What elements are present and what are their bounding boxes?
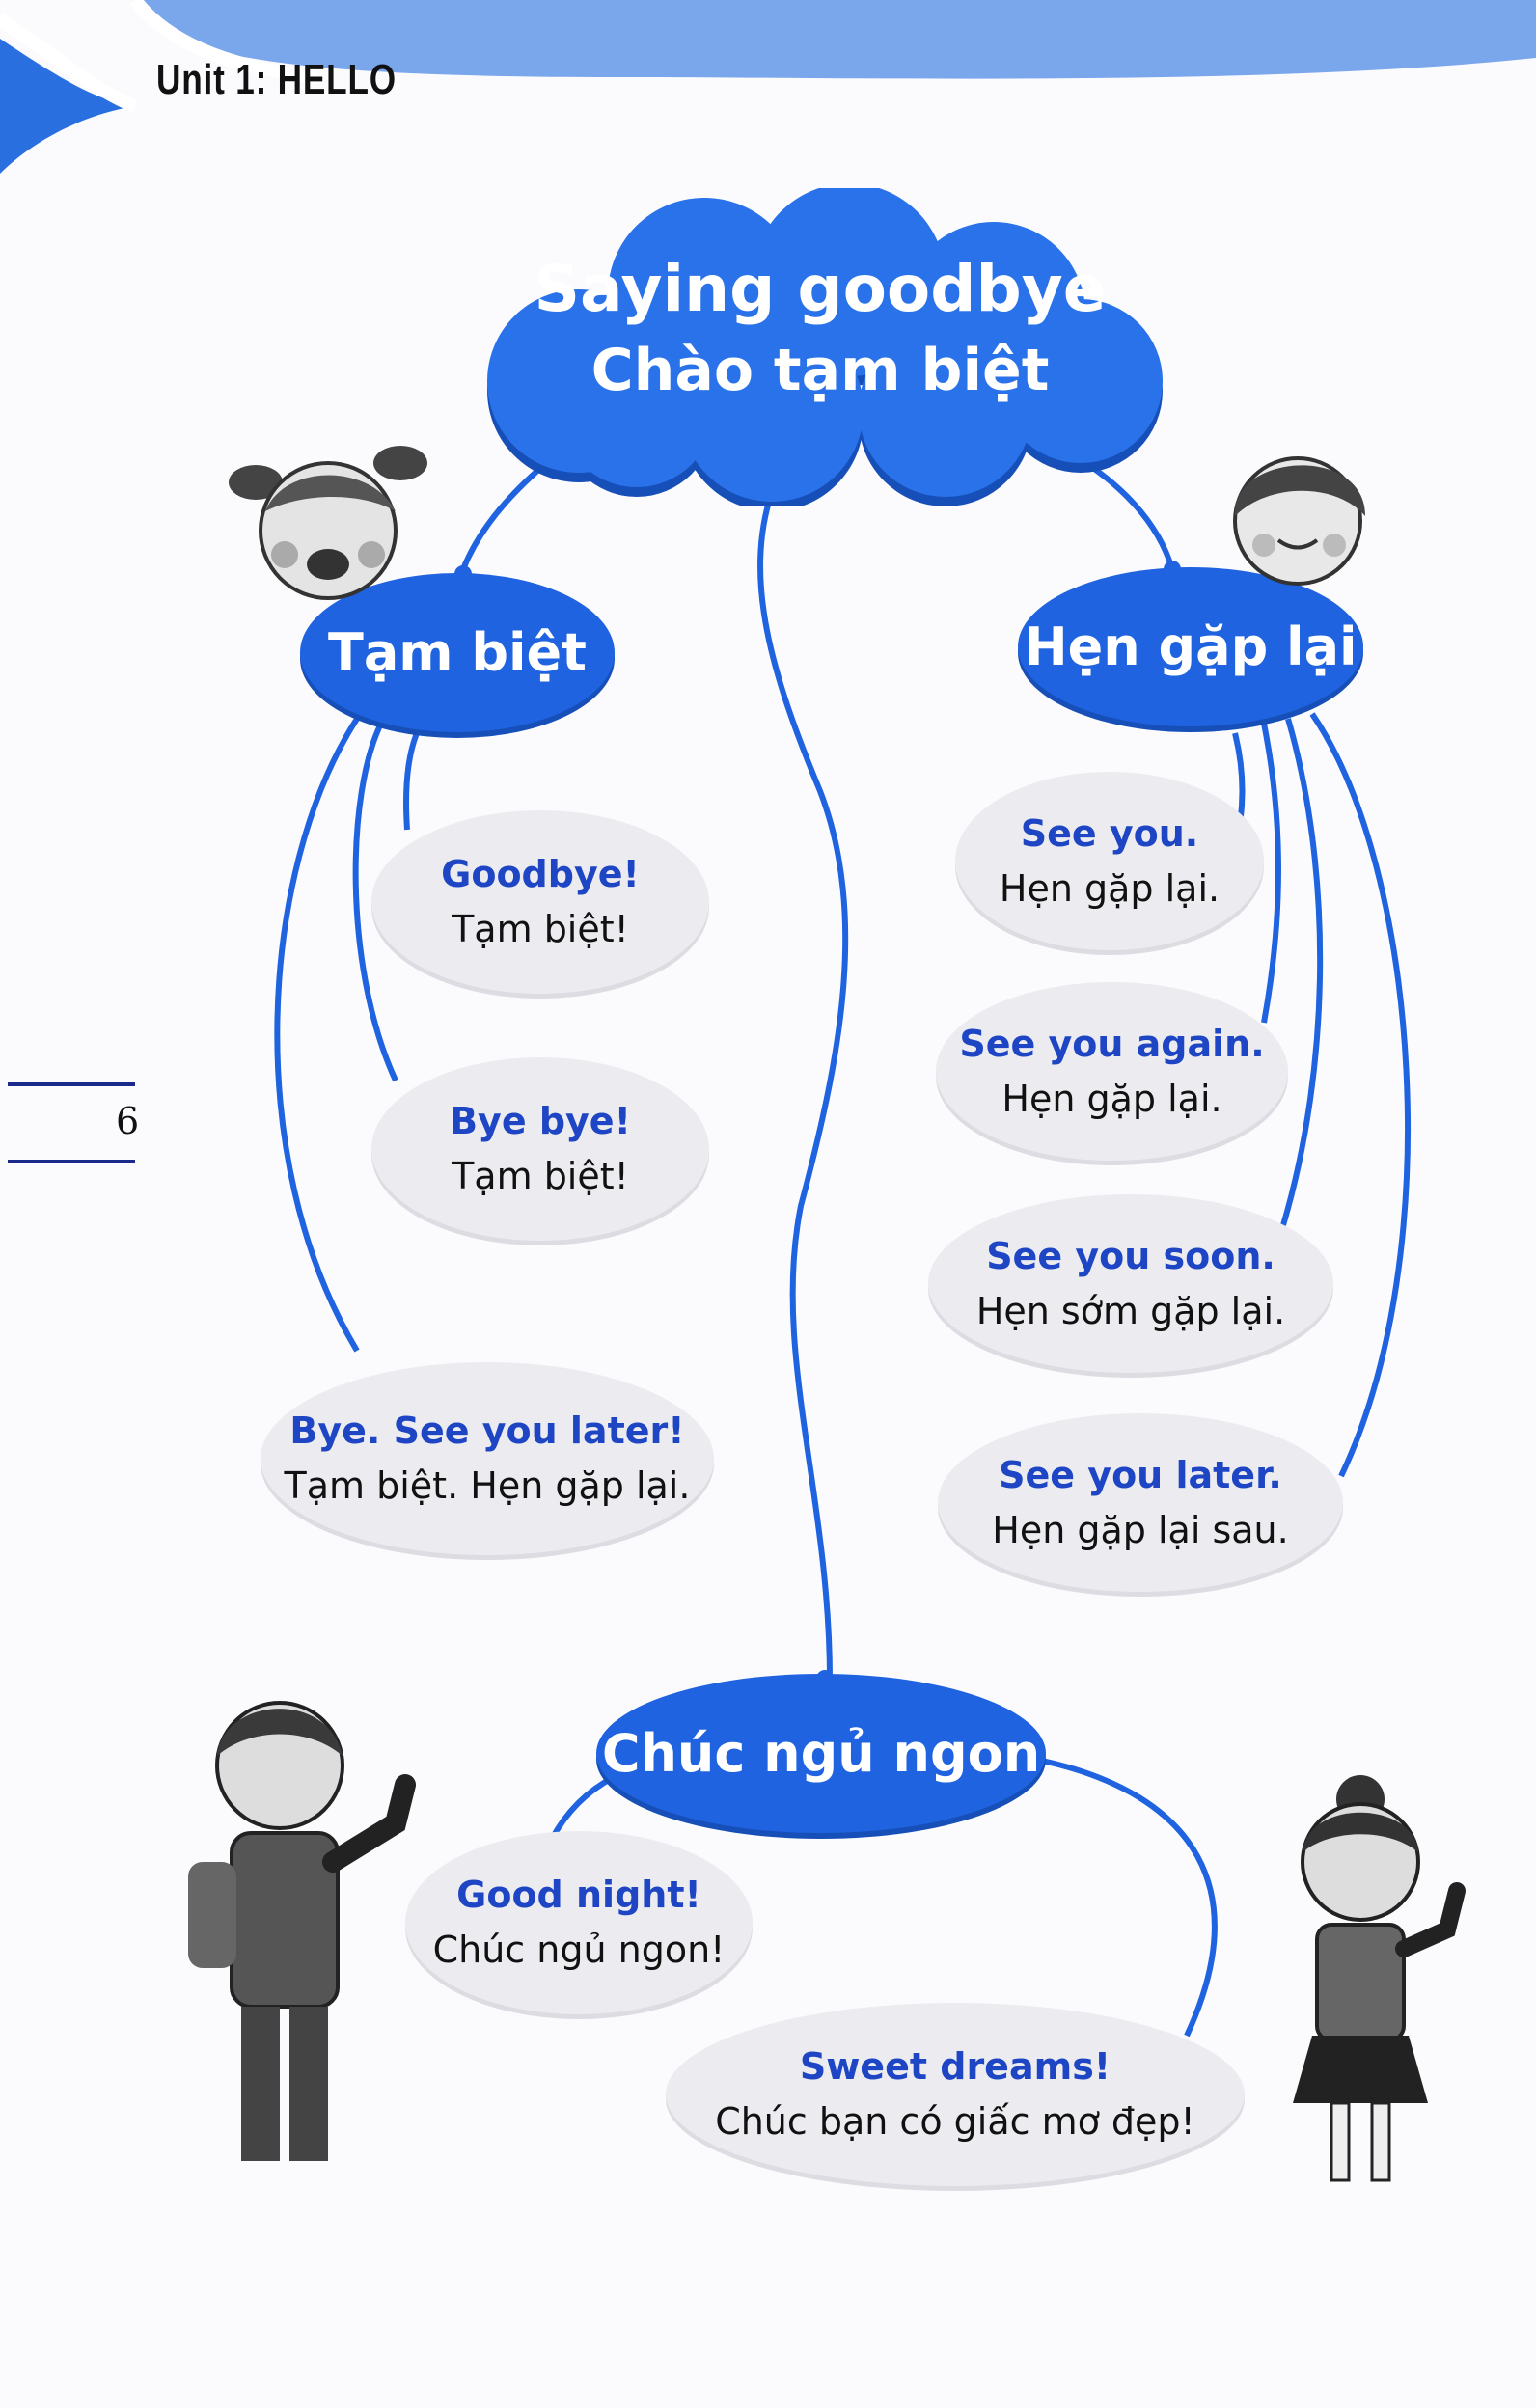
unit-title: Unit 1: HELLO — [156, 56, 397, 103]
header-banner — [0, 0, 1536, 174]
page-number-rule-bottom — [8, 1160, 135, 1163]
phrase-vi: Tạm biệt! — [452, 908, 629, 950]
waving-boy-illustration — [188, 1701, 416, 2161]
phrase-bubble: See you again. Hẹn gặp lại. — [936, 982, 1288, 1161]
branch-label: Tạm biệt — [328, 622, 587, 683]
girl-face-illustration — [229, 446, 427, 600]
phrase-en: See you later. — [999, 1453, 1282, 1496]
branch-chuc-ngu-ngon: Chúc ngủ ngon — [596, 1674, 1046, 1833]
cloud-title-en: Saying goodbye — [534, 252, 1107, 326]
branch-label: Hẹn gặp lại — [1024, 616, 1358, 677]
phrase-bubble: Sweet dreams! Chúc bạn có giấc mơ đẹp! — [666, 2003, 1245, 2186]
branch-tam-biet: Tạm biệt — [300, 573, 615, 732]
phrase-bubble: See you soon. Hẹn sớm gặp lại. — [928, 1194, 1333, 1373]
cloud-title-vi: Chào tạm biệt — [590, 337, 1050, 405]
phrase-vi: Hẹn gặp lại. — [1001, 1077, 1222, 1120]
phrase-vi: Tạm biệt! — [452, 1155, 629, 1197]
phrase-vi: Chúc bạn có giấc mơ đẹp! — [715, 2100, 1195, 2143]
phrase-vi: Chúc ngủ ngon! — [432, 1929, 726, 1971]
phrase-en: Sweet dreams! — [799, 2045, 1111, 2088]
phrase-en: Bye bye! — [450, 1100, 631, 1142]
connector-cloud-chuc-ngu-ngon — [757, 491, 849, 1680]
phrase-en: Goodbye! — [441, 853, 640, 895]
branch-hen-gap-lai: Hẹn gặp lại — [1018, 567, 1363, 726]
branch-label: Chúc ngủ ngon — [601, 1723, 1041, 1784]
phrase-vi: Hẹn gặp lại sau. — [992, 1508, 1289, 1551]
header-band-light — [0, 0, 1536, 79]
waving-girl-illustration — [1293, 1775, 1466, 2182]
cloud-shape — [487, 188, 1163, 506]
phrase-en: See you. — [1020, 811, 1199, 855]
phrase-bubble: Goodbye! Tạm biệt! — [371, 810, 709, 994]
phrase-en: See you soon. — [986, 1234, 1275, 1277]
boy-face-illustration — [1233, 456, 1365, 586]
header-band-dark — [0, 39, 135, 174]
phrase-vi: Hẹn sớm gặp lại. — [975, 1289, 1286, 1332]
phrase-en: See you again. — [959, 1022, 1265, 1065]
phrase-vi: Tạm biệt. Hẹn gặp lại. — [284, 1464, 691, 1507]
phrase-bubble: See you. Hẹn gặp lại. — [955, 772, 1264, 950]
phrase-vi: Hẹn gặp lại. — [999, 866, 1221, 910]
phrase-bubble: Bye bye! Tạm biệt! — [371, 1057, 709, 1241]
phrase-bubble: See you later. Hẹn gặp lại sau. — [938, 1413, 1343, 1592]
phrase-bubble: Good night! Chúc ngủ ngon! — [405, 1831, 753, 2014]
phrase-bubble: Bye. See you later! Tạm biệt. Hẹn gặp lạ… — [261, 1362, 714, 1555]
phrase-en: Bye. See you later! — [289, 1409, 685, 1452]
page-number-rule-top — [8, 1082, 135, 1086]
phrase-en: Good night! — [456, 1874, 701, 1916]
page-number: 6 — [116, 1100, 140, 1142]
